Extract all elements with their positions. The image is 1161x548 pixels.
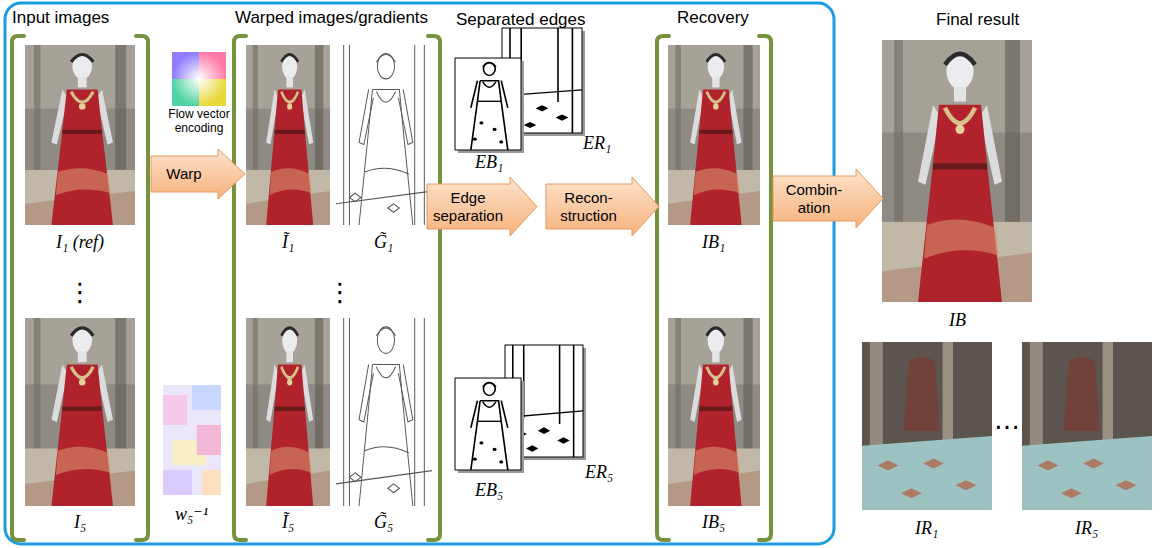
arrow-body <box>773 169 883 228</box>
image-caption: IR₁ <box>915 518 938 539</box>
image-caption: Flow vector encoding <box>157 108 241 136</box>
image-caption: Ĩ₅ <box>282 512 294 533</box>
image-caption: EB₅ <box>475 480 503 501</box>
group-heading: Input images <box>12 8 109 28</box>
edge-map-border <box>455 58 521 150</box>
image-caption: Ĩ₁ <box>282 232 294 253</box>
arrow-label: Recon- struction <box>548 189 629 224</box>
image-panel: ER₁ <box>502 28 582 133</box>
arrow-text-box: Edge separation <box>429 176 507 237</box>
image-panel: IB <box>882 40 1032 302</box>
arrow-body <box>546 177 659 236</box>
ellipsis-mark: … <box>994 405 1020 435</box>
image-panel: G̃₁ <box>336 45 432 225</box>
image-caption: G̃₁ <box>374 232 393 253</box>
image-panel: IR₅ <box>1022 342 1152 510</box>
image-caption: IR₅ <box>1075 518 1098 539</box>
image-caption: IB <box>949 310 966 331</box>
image-caption: w₅⁻¹ <box>175 503 208 525</box>
photo <box>246 45 330 225</box>
photo <box>668 45 760 225</box>
image-panel: IB₁ <box>668 45 760 225</box>
arrow-label: Combin- ation <box>775 181 853 216</box>
flow-field <box>163 385 221 495</box>
image-panel: EB₅ <box>455 378 521 470</box>
image-panel: I₁ (ref) <box>25 45 135 225</box>
process-arrow: Combin- ation <box>772 168 884 229</box>
arrow-label: Warp <box>166 165 201 182</box>
image-panel: Flow vector encoding <box>172 52 226 106</box>
edge-map <box>455 58 521 150</box>
image-caption: ER₁ <box>583 133 611 154</box>
process-arrow: Warp <box>150 148 246 200</box>
process-arrow: Edge separation <box>426 176 538 237</box>
ellipsis-mark: ⋮ <box>327 277 353 307</box>
arrow-text-box: Combin- ation <box>775 168 853 229</box>
arrow-text-box: Warp <box>153 148 215 200</box>
image-panel: w₅⁻¹ <box>163 385 221 495</box>
photo <box>246 318 330 506</box>
arrow-label: Edge separation <box>429 189 507 224</box>
flow-wheel <box>172 52 226 106</box>
image-group: Warped images/gradientsĨ₁G̃₁Ĩ₅G̃₅ <box>232 8 442 542</box>
gradient-map <box>336 45 432 225</box>
image-caption: IB₅ <box>702 512 725 533</box>
photo <box>882 40 1032 302</box>
image-caption: I₁ (ref) <box>56 232 104 253</box>
group-heading: Recovery <box>677 8 749 28</box>
arrow-body <box>427 177 537 236</box>
column-heading: Separated edges <box>456 10 586 30</box>
image-panel: EB₁ <box>455 58 521 150</box>
image-panel: ER₅ <box>505 345 583 457</box>
group-brackets <box>12 36 771 540</box>
image-caption: ER₅ <box>585 462 613 483</box>
image-caption: I₅ <box>74 512 86 533</box>
image-panel: Ĩ₅ <box>246 318 330 506</box>
ellipsis-mark: ⋮ <box>67 277 93 307</box>
arrow-body <box>151 149 245 199</box>
image-caption: EB₁ <box>475 152 503 173</box>
image-group: RecoveryIB₁ IB₅ <box>655 8 773 542</box>
pipeline-frame <box>5 3 834 544</box>
process-arrow: Recon- struction <box>545 176 660 237</box>
column-heading: Final result <box>936 10 1019 30</box>
reflection-photo <box>1022 342 1152 510</box>
image-panel: IR₁ <box>862 342 992 510</box>
photos <box>25 28 1152 510</box>
image-caption: G̃₅ <box>374 512 393 533</box>
arrow-text-box: Recon- struction <box>548 176 629 237</box>
group-heading: Warped images/gradients <box>235 8 428 28</box>
edge-map <box>455 378 521 470</box>
image-group: Input images I₁ (ref) I₅ <box>10 8 152 542</box>
image-caption: IB₁ <box>702 232 725 253</box>
photo <box>25 318 135 506</box>
reflection-photo <box>862 342 992 510</box>
image-panel: I₅ <box>25 318 135 506</box>
edge-map-border <box>455 378 521 470</box>
image-panel: G̃₅ <box>336 318 432 506</box>
photo <box>668 318 760 506</box>
image-panel: IB₅ <box>668 318 760 506</box>
gradient-map <box>336 318 432 506</box>
photo <box>25 45 135 225</box>
image-panel: Ĩ₁ <box>246 45 330 225</box>
